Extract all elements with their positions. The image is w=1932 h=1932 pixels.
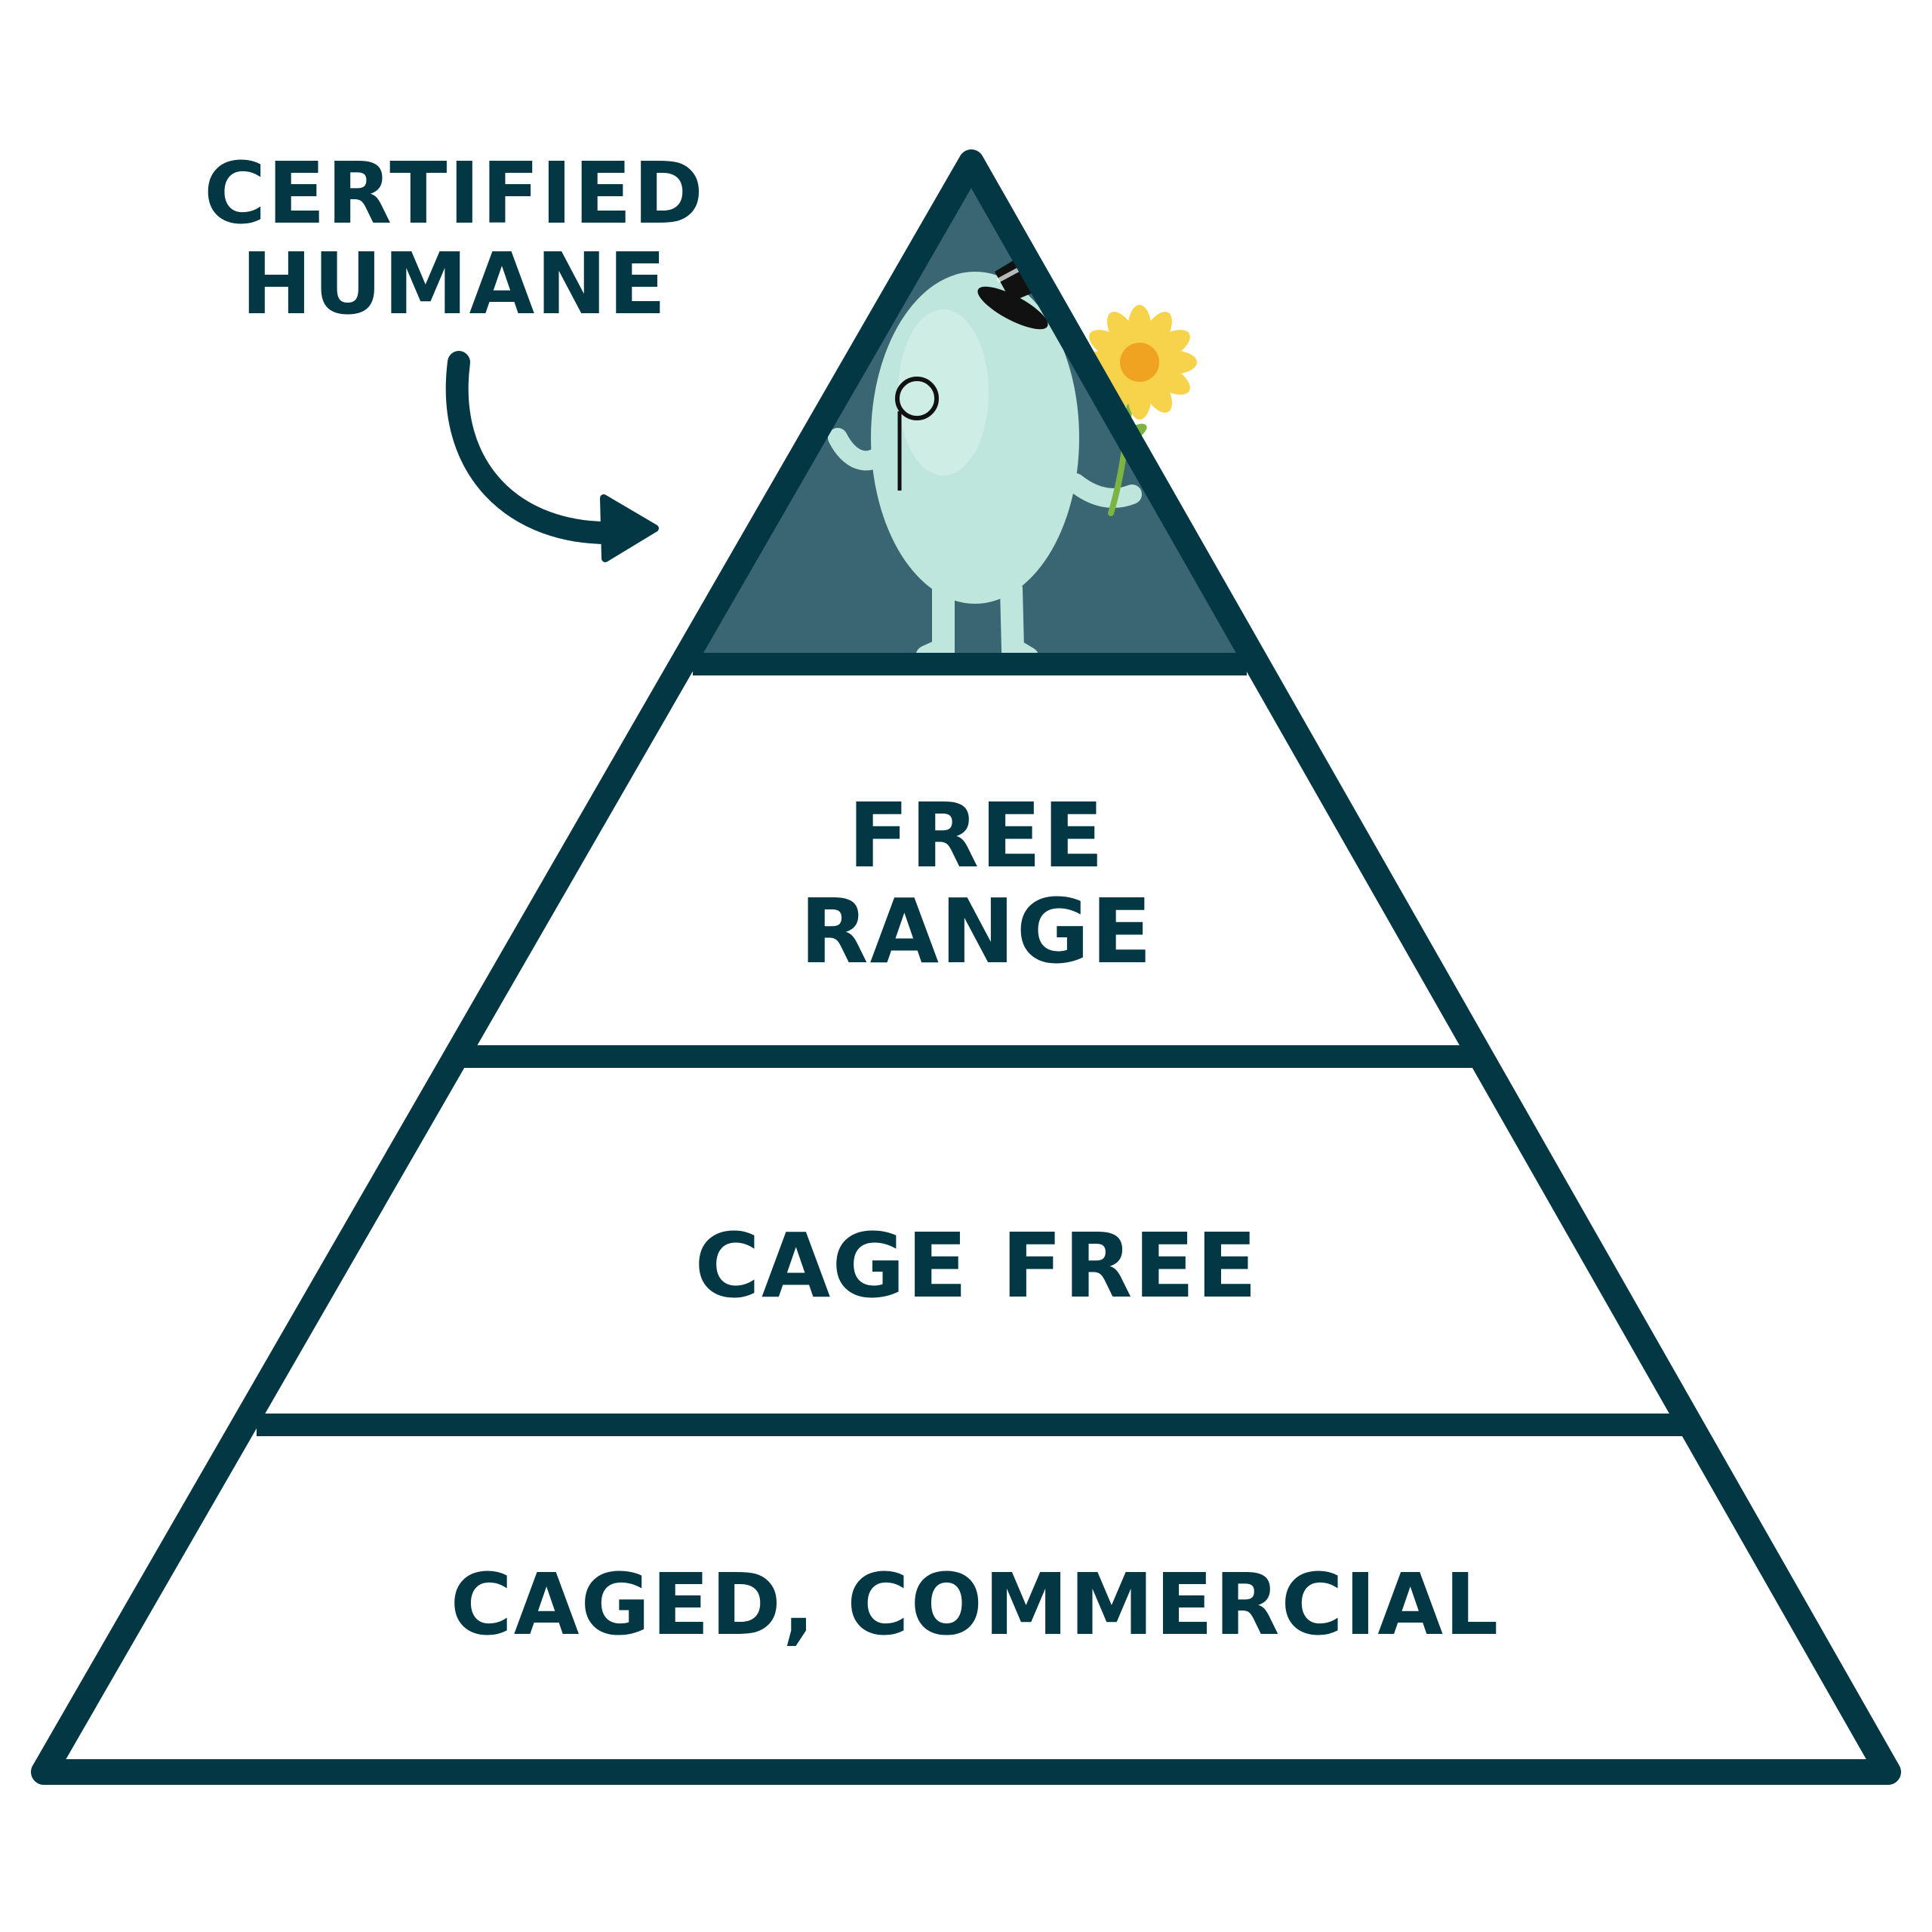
callout-humane: HUMANE <box>241 235 667 334</box>
tier-caged-commercial: CAGED, COMMERCIAL <box>451 1556 1500 1654</box>
tier-free-range-line1: FREE <box>848 783 1106 888</box>
curved-arrow-icon <box>445 351 659 562</box>
tier-cage-free: CAGE FREE <box>694 1214 1258 1318</box>
callout-certified: CERTIFIED <box>204 145 705 243</box>
pyramid-outline <box>31 149 1901 1785</box>
monocle-icon <box>895 377 939 420</box>
sunflower-icon <box>1082 305 1197 516</box>
tier-free-range-line2: RANGE <box>800 879 1153 983</box>
